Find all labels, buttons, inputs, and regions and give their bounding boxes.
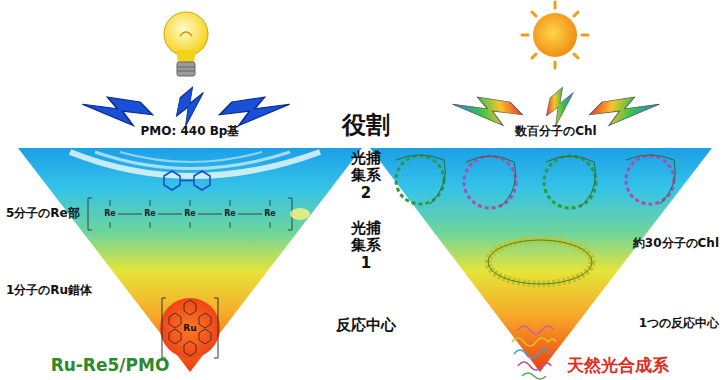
system-name: Ru-Re5/PMO [51, 356, 170, 376]
right-funnel [370, 148, 712, 379]
left-funnel [18, 148, 362, 372]
role-label: 反応中心 [336, 317, 396, 334]
system-name: 天然光合成系 [567, 356, 669, 376]
role-label: 光捕集系1 [347, 220, 386, 272]
light-bulb [164, 12, 208, 76]
sun [522, 2, 588, 68]
tier-label: 数百分子のChl [515, 125, 596, 139]
atom-label: Re [264, 209, 276, 218]
sun-bolts [451, 87, 660, 130]
tier-label: 1分子のRu錯体 [6, 284, 92, 298]
tier-label: 5分子のRe部 [6, 207, 80, 221]
atom-label: Re [144, 209, 156, 218]
atom-label: Re [104, 209, 116, 218]
role-label: 光捕集系2 [347, 150, 386, 202]
role-heading: 役割 [342, 112, 390, 140]
atom-label: Re [184, 209, 196, 218]
atom-label: Re [224, 209, 236, 218]
tier-label: 1つの反応中心 [639, 317, 719, 331]
light-bolts [81, 87, 290, 130]
tier-label: 約30分子のChl [633, 237, 719, 251]
tier-label: PMO: 440 Bp基 [141, 125, 240, 139]
atom-label: Ru [183, 323, 196, 333]
